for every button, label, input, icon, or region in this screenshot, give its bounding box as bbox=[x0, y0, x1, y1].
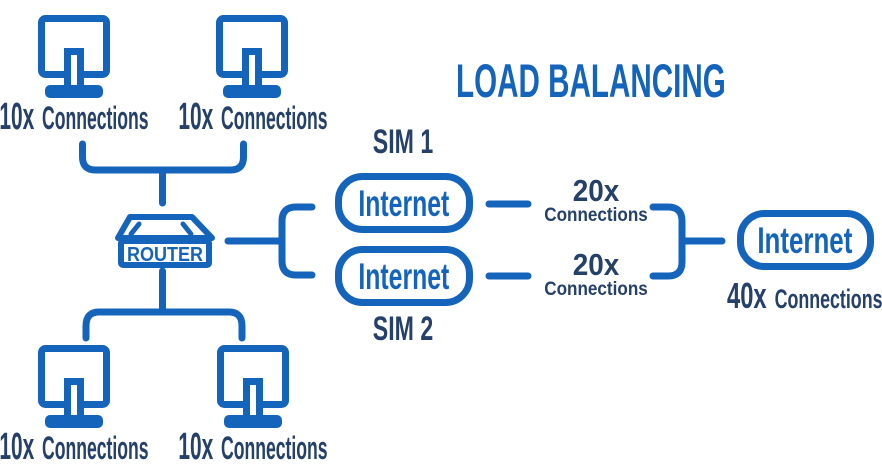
client-connections-label: 10x Connections bbox=[0, 96, 149, 138]
aggregate-internet-node: Internet bbox=[737, 210, 873, 270]
sim1-internet-node-box bbox=[335, 173, 473, 233]
connection-count: 20x bbox=[572, 247, 620, 282]
connection-count: 10x bbox=[0, 96, 35, 138]
sim2-internet-node-box bbox=[335, 246, 473, 306]
connection-count: 20x bbox=[572, 173, 620, 208]
sim2-internet-node-label: Internet bbox=[358, 255, 450, 297]
aggregate-internet-node-box bbox=[737, 210, 874, 270]
page-title: LOAD BALANCING bbox=[456, 54, 726, 107]
client-connections-label: 10x Connections bbox=[178, 426, 328, 468]
connection-word: Connections bbox=[220, 430, 328, 466]
merge-bracket-connector bbox=[649, 203, 726, 280]
connection-word: Connections bbox=[41, 430, 149, 466]
monitor-icon bbox=[221, 349, 286, 429]
aggregate-internet-node-label: Internet bbox=[757, 219, 853, 261]
connection-count: 10x bbox=[0, 426, 35, 468]
monitor-icon bbox=[42, 349, 107, 429]
sim2-connections-label: 20x Connections bbox=[541, 249, 651, 299]
client-connections-label: 10x Connections bbox=[0, 426, 149, 468]
sim2-label: SIM 2 bbox=[372, 310, 434, 348]
sim1-internet-node-label: Internet bbox=[358, 182, 450, 224]
router-icon bbox=[115, 214, 215, 268]
top-clients-bracket-connector bbox=[79, 140, 247, 207]
connection-word: Connections bbox=[544, 279, 648, 300]
monitor-icon bbox=[220, 19, 285, 99]
router-label: ROUTER bbox=[124, 243, 207, 267]
connection-count: 40x bbox=[727, 275, 767, 316]
connection-word: Connections bbox=[220, 100, 328, 136]
sim2-internet-node: Internet bbox=[335, 246, 473, 306]
connection-word: Connections bbox=[41, 100, 149, 136]
sim1-internet-node: Internet bbox=[335, 173, 473, 233]
router-label-text: ROUTER bbox=[126, 244, 203, 266]
sim1-label: SIM 1 bbox=[372, 123, 434, 161]
bottom-clients-bracket-connector bbox=[82, 267, 246, 342]
monitor-icon bbox=[42, 19, 107, 99]
split-bracket-connector bbox=[278, 203, 316, 279]
connection-count: 10x bbox=[178, 426, 214, 468]
connection-word: Connections bbox=[544, 205, 648, 226]
client-connections-label: 10x Connections bbox=[178, 96, 328, 138]
sim-output-dash-connectors bbox=[485, 200, 532, 280]
connection-count: 10x bbox=[178, 96, 214, 138]
sim1-connections-label: 20x Connections bbox=[541, 175, 651, 225]
connection-word: Connections bbox=[774, 284, 882, 314]
aggregate-connections-label: 40x Connections bbox=[727, 278, 882, 314]
